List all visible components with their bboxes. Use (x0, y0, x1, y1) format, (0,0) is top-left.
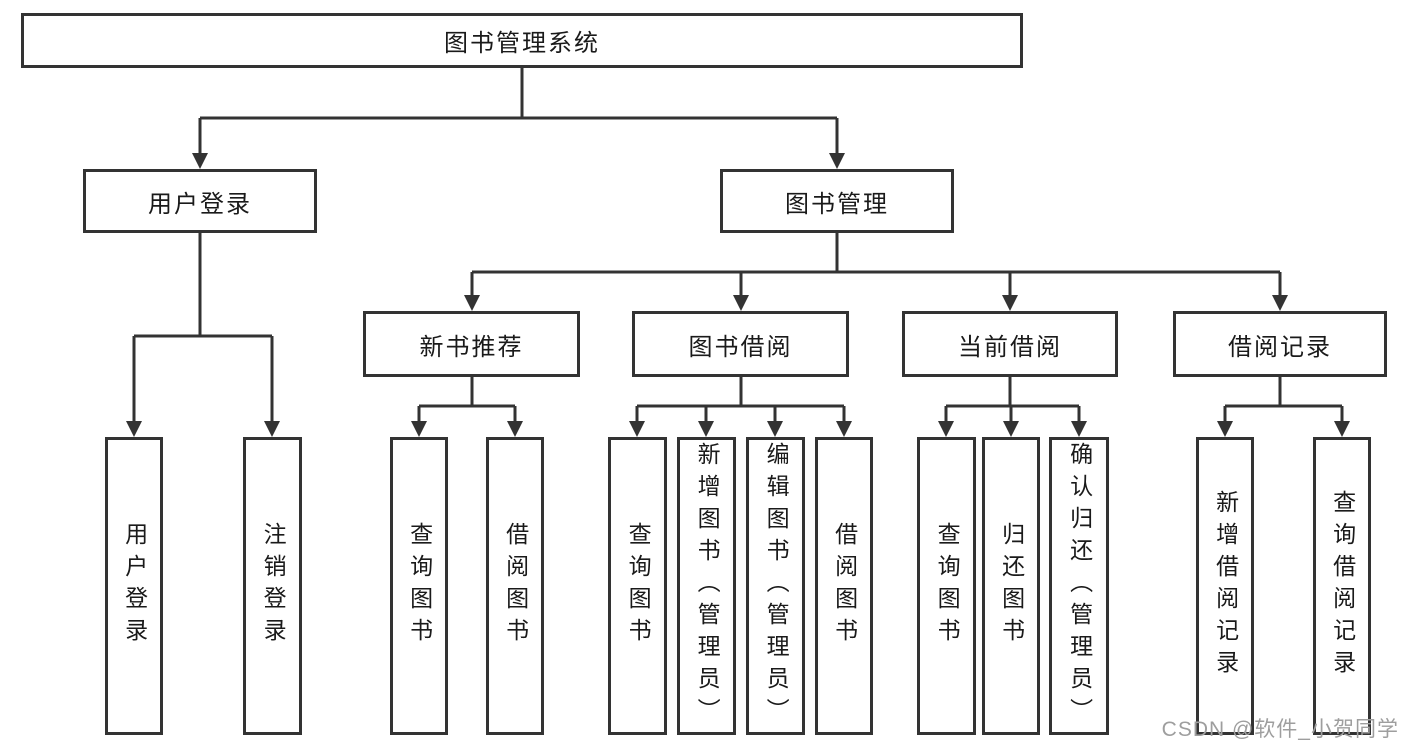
leaf-add-borrow-record-label: 新增借阅记录 (1212, 490, 1239, 682)
leaf-borrow-books-label: 借阅图书 (831, 522, 858, 650)
leaf-borrow-books: 借阅图书 (815, 437, 873, 735)
branch-book-management: 图书管理 (720, 169, 954, 233)
leaf-add-book-admin: 新增图书（管理员） (677, 437, 736, 735)
leaf-logout-label: 注销登录 (260, 522, 287, 650)
leaf-query-books-recommend-label: 查询图书 (406, 522, 433, 650)
leaf-confirm-return-admin: 确认归还（管理员） (1049, 437, 1109, 735)
leaf-user-login-label: 用户登录 (121, 522, 148, 650)
leaf-query-borrow-record-label: 查询借阅记录 (1329, 490, 1356, 682)
leaf-query-books-current-label: 查询图书 (934, 522, 961, 650)
csdn-watermark: CSDN @软件_小贺同学 (1161, 718, 1399, 741)
leaf-query-borrow-record: 查询借阅记录 (1313, 437, 1371, 735)
leaf-query-books-borrow-label: 查询图书 (625, 522, 652, 650)
leaf-query-books-recommend: 查询图书 (390, 437, 448, 735)
group-borrow-records: 借阅记录 (1173, 311, 1387, 377)
leaf-confirm-return-admin-label: 确认归还（管理员） (1066, 442, 1093, 730)
group-new-book-recommend: 新书推荐 (363, 311, 580, 377)
leaf-query-books-current: 查询图书 (917, 437, 976, 735)
leaf-edit-book-admin-label: 编辑图书（管理员） (763, 442, 790, 730)
arrowheads (126, 153, 1350, 437)
leaf-borrow-books-recommend-label: 借阅图书 (502, 522, 529, 650)
leaf-logout: 注销登录 (243, 437, 302, 735)
branch-user-login: 用户登录 (83, 169, 317, 233)
leaf-borrow-books-recommend: 借阅图书 (486, 437, 544, 735)
group-current-borrow: 当前借阅 (902, 311, 1118, 377)
leaf-return-book: 归还图书 (982, 437, 1040, 735)
leaf-add-book-admin-label: 新增图书（管理员） (694, 442, 721, 730)
leaf-query-books-borrow: 查询图书 (608, 437, 667, 735)
leaf-edit-book-admin: 编辑图书（管理员） (746, 437, 805, 735)
leaf-add-borrow-record: 新增借阅记录 (1196, 437, 1254, 735)
root-node-system-title: 图书管理系统 (21, 13, 1023, 68)
leaf-user-login: 用户登录 (105, 437, 163, 735)
group-book-borrow: 图书借阅 (632, 311, 849, 377)
leaf-return-book-label: 归还图书 (998, 522, 1025, 650)
